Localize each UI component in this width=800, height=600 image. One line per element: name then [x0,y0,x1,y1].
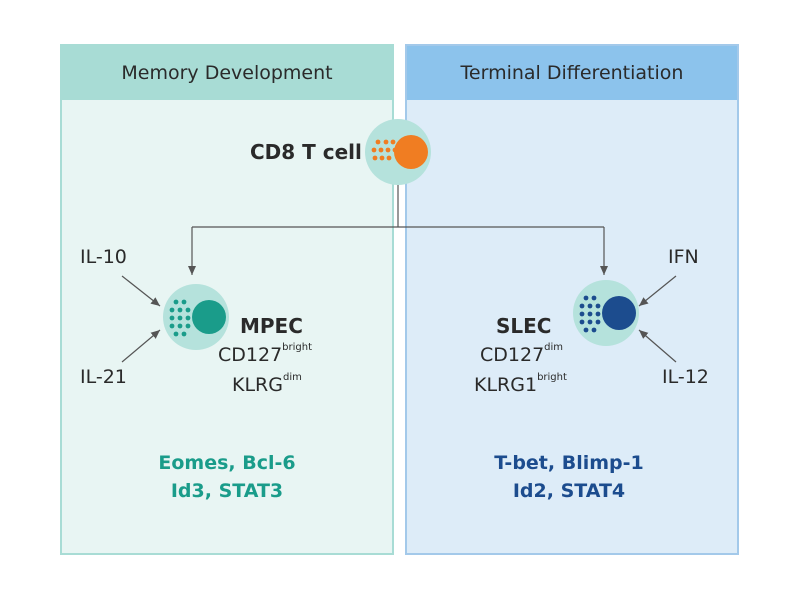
mpec-label: MPEC [240,314,303,338]
stimulus-il10-label: IL-10 [80,246,127,268]
ifn-arrow [638,275,677,307]
memory-development-panel: Memory Development [60,44,394,555]
mpec-marker-klrg: KLRGdim [232,372,302,396]
slec-label: SLEC [496,314,552,338]
slec-marker-cd127: CD127dim [480,342,564,366]
memory-factors-line2: Id3, STAT3 [170,480,284,502]
cd8-t-cell-label: CD8 T cell [250,140,362,164]
branch-connector [188,185,608,275]
terminal-differentiation-header: Terminal Differentiation [407,46,737,100]
terminal-differentiation-panel: Terminal Differentiation [405,44,739,555]
cd8-t-cell-icon [365,119,431,185]
il10-arrow [121,275,161,307]
slec-cell-icon [573,280,639,346]
il12-arrow [638,329,677,363]
stimulus-il12-label: IL-12 [662,366,709,388]
terminal-factors-line1: T-bet, Blimp-1 [494,452,644,474]
slec-marker-klrg1: KLRG1bright [474,372,567,396]
memory-factors-line1: Eomes, Bcl-6 [158,452,296,474]
mpec-cell-icon [163,284,229,350]
memory-development-header: Memory Development [62,46,392,100]
stimulus-il21-label: IL-21 [80,366,127,388]
terminal-factors-line2: Id2, STAT4 [512,480,626,502]
stimulus-ifn-label: IFN [668,246,699,268]
il21-arrow [121,329,161,363]
mpec-marker-cd127: CD127bright [218,342,313,366]
